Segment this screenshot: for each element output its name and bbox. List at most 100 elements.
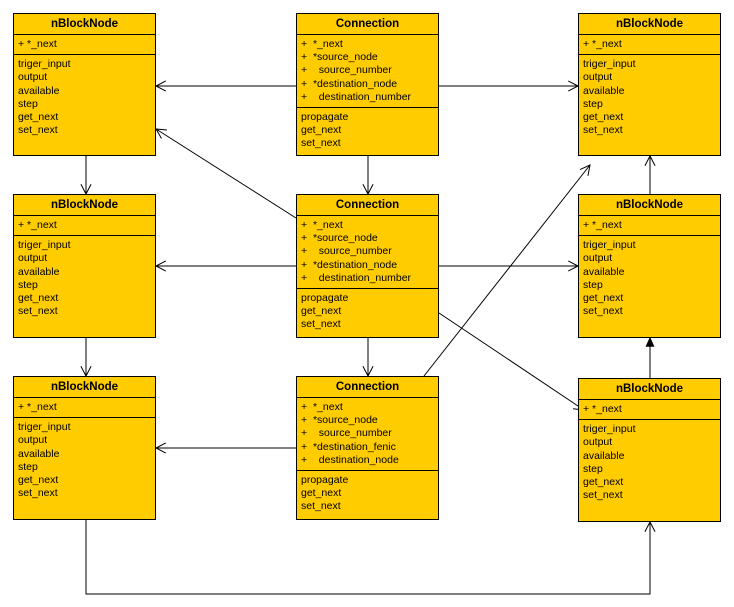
operation-line: available: [583, 84, 625, 97]
operation-line: propagate: [301, 473, 349, 486]
operation-line: set_next: [301, 137, 341, 150]
operation-line: available: [18, 265, 60, 278]
operation-line: get_next: [583, 475, 624, 488]
operation-line: output: [583, 436, 613, 449]
edge-connection-bottom-to-nblock-left-bottom: [154, 442, 296, 454]
attribute-line: + *_next: [583, 403, 622, 415]
edge-line: [438, 312, 585, 411]
operation-line: step: [18, 97, 38, 110]
attribute-line: + *_next: [583, 38, 622, 50]
operation-line: triger_input: [18, 58, 71, 71]
arrowhead-open: [154, 260, 166, 272]
operation-line: set_next: [18, 487, 58, 500]
class-title: nBlockNode: [14, 195, 155, 216]
attribute-line: + destination_node: [301, 453, 399, 466]
uml-class-connection-bottom[interactable]: Connection+ *_next+ *source_node+ source…: [296, 376, 439, 520]
edge-connection-bottom-to-nblock-right-top: [423, 164, 591, 377]
class-title: Connection: [297, 377, 438, 398]
uml-class-connection-middle[interactable]: Connection + *_next+ *source_node+ source…: [296, 194, 439, 338]
operation-line: triger_input: [18, 239, 71, 252]
operation-line: available: [18, 84, 60, 97]
operation-line: step: [583, 97, 603, 110]
edge-connection-middle-to-connection-bottom: [362, 338, 374, 378]
edge-connection-middle-to-nblock-left-middle: [154, 260, 296, 272]
class-attributes: + *_next: [14, 398, 155, 419]
class-title: nBlockNode: [579, 379, 720, 400]
operation-line: get_next: [583, 291, 624, 304]
operation-line: available: [18, 447, 60, 460]
operation-line: set_next: [18, 305, 58, 318]
attribute-line: + *_next: [18, 401, 57, 413]
operation-line: step: [583, 462, 603, 475]
attribute-line: + *_next: [18, 38, 57, 50]
attribute-line: + *_next: [301, 38, 343, 50]
operation-line: triger_input: [18, 421, 71, 434]
class-title: Connection: [297, 14, 438, 35]
attribute-line: + destination_number: [301, 90, 412, 103]
class-title: nBlockNode: [579, 195, 720, 216]
class-attributes: + *_next+ *source_node+ source_number+ *…: [297, 398, 438, 471]
arrowhead-open: [644, 520, 656, 532]
edge-line: [155, 128, 297, 219]
attribute-line: + *_next: [18, 219, 57, 231]
edge-nblock-left-bottom-to-nblock-right-bottom: [85, 520, 656, 595]
edge-connection-top-to-nblock-left-top: [154, 80, 296, 92]
arrowhead-open: [579, 164, 591, 176]
arrowhead-open: [644, 154, 656, 166]
operation-line: output: [583, 252, 613, 265]
operation-line: triger_input: [583, 58, 636, 71]
operation-line: set_next: [583, 124, 623, 137]
operation-line: set_next: [301, 318, 341, 331]
operation-line: triger_input: [583, 423, 636, 436]
attribute-line: + *_next: [301, 219, 343, 231]
class-title: nBlockNode: [14, 377, 155, 398]
operation-line: available: [583, 265, 625, 278]
operation-line: set_next: [301, 500, 341, 513]
attribute-line: + *source_node: [301, 414, 378, 427]
operation-line: step: [18, 278, 38, 291]
edge-connection-middle-to-nblock-right-bottom: [438, 312, 585, 411]
arrowhead-filled: [645, 336, 655, 347]
operation-line: get_next: [18, 473, 59, 486]
operation-line: set_next: [18, 124, 58, 137]
edge-nblock-right-middle-to-nblock-right-top: [644, 154, 656, 194]
operation-line: output: [18, 71, 48, 84]
arrowhead-open: [154, 442, 166, 454]
edge-layer: [80, 80, 656, 595]
class-attributes: + *_next: [579, 216, 720, 237]
arrowhead-open: [155, 128, 168, 139]
class-attributes: + *_next: [14, 35, 155, 56]
operation-line: set_next: [583, 489, 623, 502]
class-attributes: + *_next: [14, 216, 155, 237]
class-title: Connection: [297, 195, 438, 216]
uml-class-connection-top[interactable]: Connection + *_next+ *source_node+ source…: [296, 13, 439, 156]
edge-line: [423, 164, 591, 377]
attribute-line: + *source_node: [301, 51, 378, 64]
operation-line: get_next: [18, 291, 59, 304]
attribute-line: + *source_node: [301, 232, 378, 245]
attribute-line: + *_next: [301, 401, 343, 413]
edge-nblock-left-middle-to-nblock-left-bottom: [80, 338, 92, 378]
operation-line: available: [583, 449, 625, 462]
attribute-line: + source_number: [301, 245, 392, 258]
operation-line: triger_input: [583, 239, 636, 252]
operation-line: output: [18, 434, 48, 447]
attribute-line: + source_number: [301, 64, 392, 77]
operation-line: step: [583, 278, 603, 291]
edge-connection-top-to-connection-middle: [362, 156, 374, 196]
attribute-line: + *destination_fenic: [301, 440, 396, 453]
attribute-line: + *_next: [583, 219, 622, 231]
